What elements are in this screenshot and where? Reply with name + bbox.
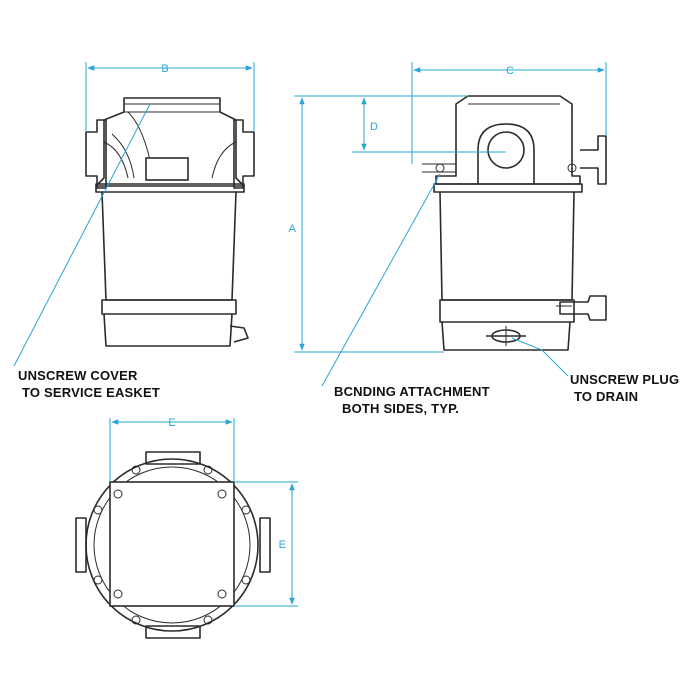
plan-tab-bottom (145, 625, 201, 639)
dim-label-a: A (289, 223, 297, 235)
plan-tab-left (75, 517, 87, 573)
inlet-flange (85, 119, 107, 189)
center-boss (477, 123, 535, 184)
plan-tab-top (145, 451, 201, 465)
drain-tab (229, 325, 249, 343)
notes: UNSCREW COVER TO SERVICE EASKET BCNDING … (18, 368, 679, 416)
dim-label-c: C (506, 65, 514, 77)
note-bonding-line1: BCNDING ATTACHMENT (334, 384, 490, 399)
plan-view (75, 451, 271, 639)
bonding-bolt-right (567, 163, 577, 173)
plan-outer-circle (85, 458, 259, 632)
side-view (422, 95, 607, 351)
side-bowl-band (439, 299, 575, 323)
front-view (85, 97, 255, 347)
note-unscrew-plug-line2: TO DRAIN (574, 389, 638, 404)
drain-outlet (559, 295, 607, 321)
plan-cover-plate (109, 481, 235, 607)
note-bonding-line2: BOTH SIDES, TYP. (342, 401, 459, 416)
note-unscrew-cover-line2: TO SERVICE EASKET (22, 385, 160, 400)
plan-inner-circle (93, 466, 251, 624)
outlet-flange (233, 119, 255, 189)
plan-tab-right (259, 517, 271, 573)
side-bowl (439, 191, 575, 301)
dim-label-e-top: E (168, 417, 175, 429)
note-unscrew-cover-line1: UNSCREW COVER (18, 368, 138, 383)
side-flange (580, 135, 607, 185)
leader-lines (13, 103, 569, 387)
dim-label-d: D (370, 121, 378, 133)
center-bore (487, 131, 525, 169)
bonding-bolt-left (435, 163, 445, 173)
note-unscrew-plug-line1: UNSCREW PLUG (570, 372, 679, 387)
dim-label-e-side: E (279, 539, 286, 551)
top-housing (435, 95, 581, 185)
center-cap (145, 157, 189, 181)
bowl (101, 191, 237, 301)
dim-label-b: B (161, 63, 168, 75)
dimension-lines: B C A D E E (85, 62, 607, 607)
bowl-band (101, 299, 237, 315)
